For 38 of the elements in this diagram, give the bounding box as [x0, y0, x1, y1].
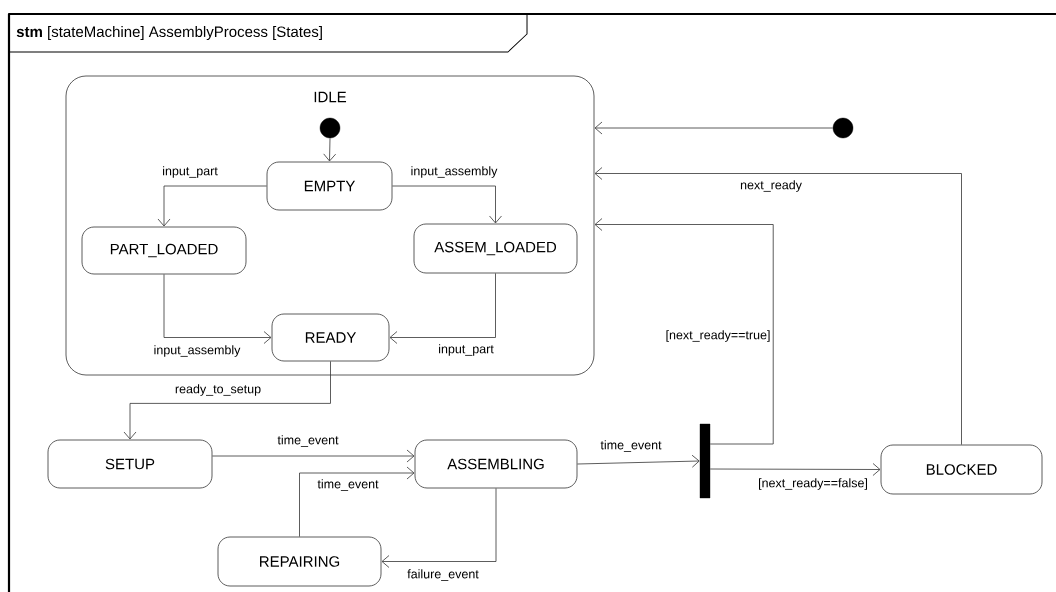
transition-arrow — [163, 274, 272, 344]
edge-label: ready_to_setup — [173, 383, 263, 397]
state-box: READY — [271, 313, 390, 362]
edge-label: input_assembly — [152, 344, 242, 358]
initial-state-dot — [832, 117, 854, 139]
edge-label: [next_ready==true] — [664, 329, 772, 343]
state-box: PART_LOADED — [81, 226, 247, 275]
edge-label: time_event — [599, 439, 663, 453]
transition-arrow — [709, 463, 881, 476]
edge-label: input_part — [161, 165, 219, 179]
transition-arrow — [381, 488, 497, 568]
transition-arrow — [389, 273, 496, 344]
title-tab: stm [stateMachine] AssemblyProcess [States] — [8, 13, 528, 53]
state-box: ASSEMBLING — [414, 439, 578, 489]
state-box: ASSEM_LOADED — [413, 223, 578, 274]
edge-label: input_assembly — [409, 165, 499, 179]
edge-label: time_event — [316, 478, 380, 492]
initial-state-dot — [319, 117, 341, 139]
transition-arrow — [123, 361, 331, 440]
transition-arrow — [157, 185, 267, 227]
state-box: REPAIRING — [217, 536, 382, 587]
state-box: SETUP — [47, 439, 213, 489]
edge-label: [next_ready==false] — [757, 477, 869, 491]
state-box: EMPTY — [266, 161, 393, 211]
edge-label: failure_event — [406, 568, 480, 582]
fork-bar — [699, 423, 711, 499]
transition-arrow — [392, 185, 502, 224]
edge-label: next_ready — [739, 179, 803, 193]
transition-arrow — [594, 121, 834, 135]
edge-label: time_event — [276, 434, 340, 448]
transition-arrow — [594, 218, 774, 445]
transition-arrow — [212, 449, 415, 463]
transition-arrow — [323, 137, 337, 162]
transition-arrow — [577, 454, 700, 468]
transition-arrow — [299, 466, 415, 537]
state-box: BLOCKED — [880, 444, 1043, 495]
edge-label: input_part — [437, 343, 495, 357]
transition-arrow — [594, 167, 962, 445]
